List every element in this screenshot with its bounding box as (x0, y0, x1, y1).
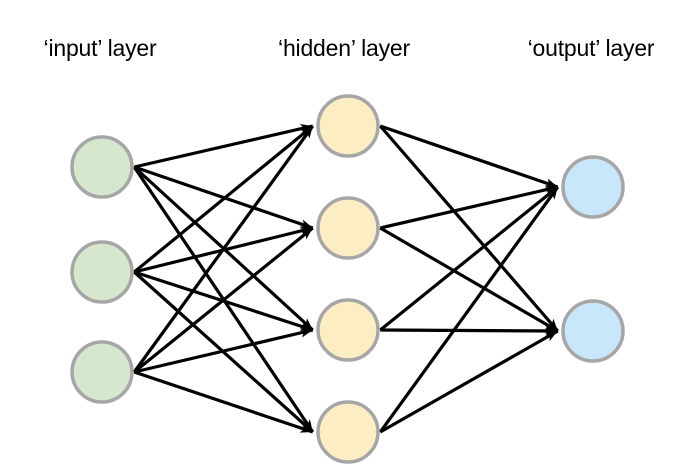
connection-arrow-hidden4-output1 (378, 186, 560, 433)
hidden-node-3 (316, 298, 380, 362)
output-layer-label: ‘output’ layer (527, 35, 655, 61)
connection-arrow-input3-hidden3 (133, 328, 314, 374)
connection-arrow-input3-hidden1 (132, 125, 315, 373)
input-node-1 (70, 135, 134, 199)
connection-arrow-hidden1-output2 (379, 124, 559, 333)
input-layer-label: ‘input’ layer (43, 35, 157, 61)
connection-arrow-hidden2-output2 (379, 226, 559, 333)
connection-arrow-input3-hidden2 (133, 226, 314, 374)
output-node-1 (561, 155, 625, 219)
connection-arrow-hidden4-output2 (379, 329, 559, 434)
connection-arrow-hidden3-output1 (379, 185, 559, 332)
hidden-layer-label: ‘hidden’ layer (278, 35, 410, 61)
hidden-node-1 (316, 94, 380, 158)
connection-arrow-hidden2-output1 (379, 185, 559, 230)
input-node-2 (70, 240, 134, 304)
output-node-2 (561, 299, 625, 363)
connection-arrow-input2-hidden1 (133, 124, 314, 274)
connection-arrow-hidden1-output1 (379, 124, 559, 189)
connection-arrow-input1-hidden1 (133, 124, 314, 169)
connection-arrow-hidden3-output2 (380, 326, 558, 336)
input-node-3 (70, 340, 134, 404)
hidden-node-4 (316, 400, 380, 464)
connection-arrow-input3-hidden4 (133, 370, 314, 434)
hidden-node-2 (316, 196, 380, 260)
